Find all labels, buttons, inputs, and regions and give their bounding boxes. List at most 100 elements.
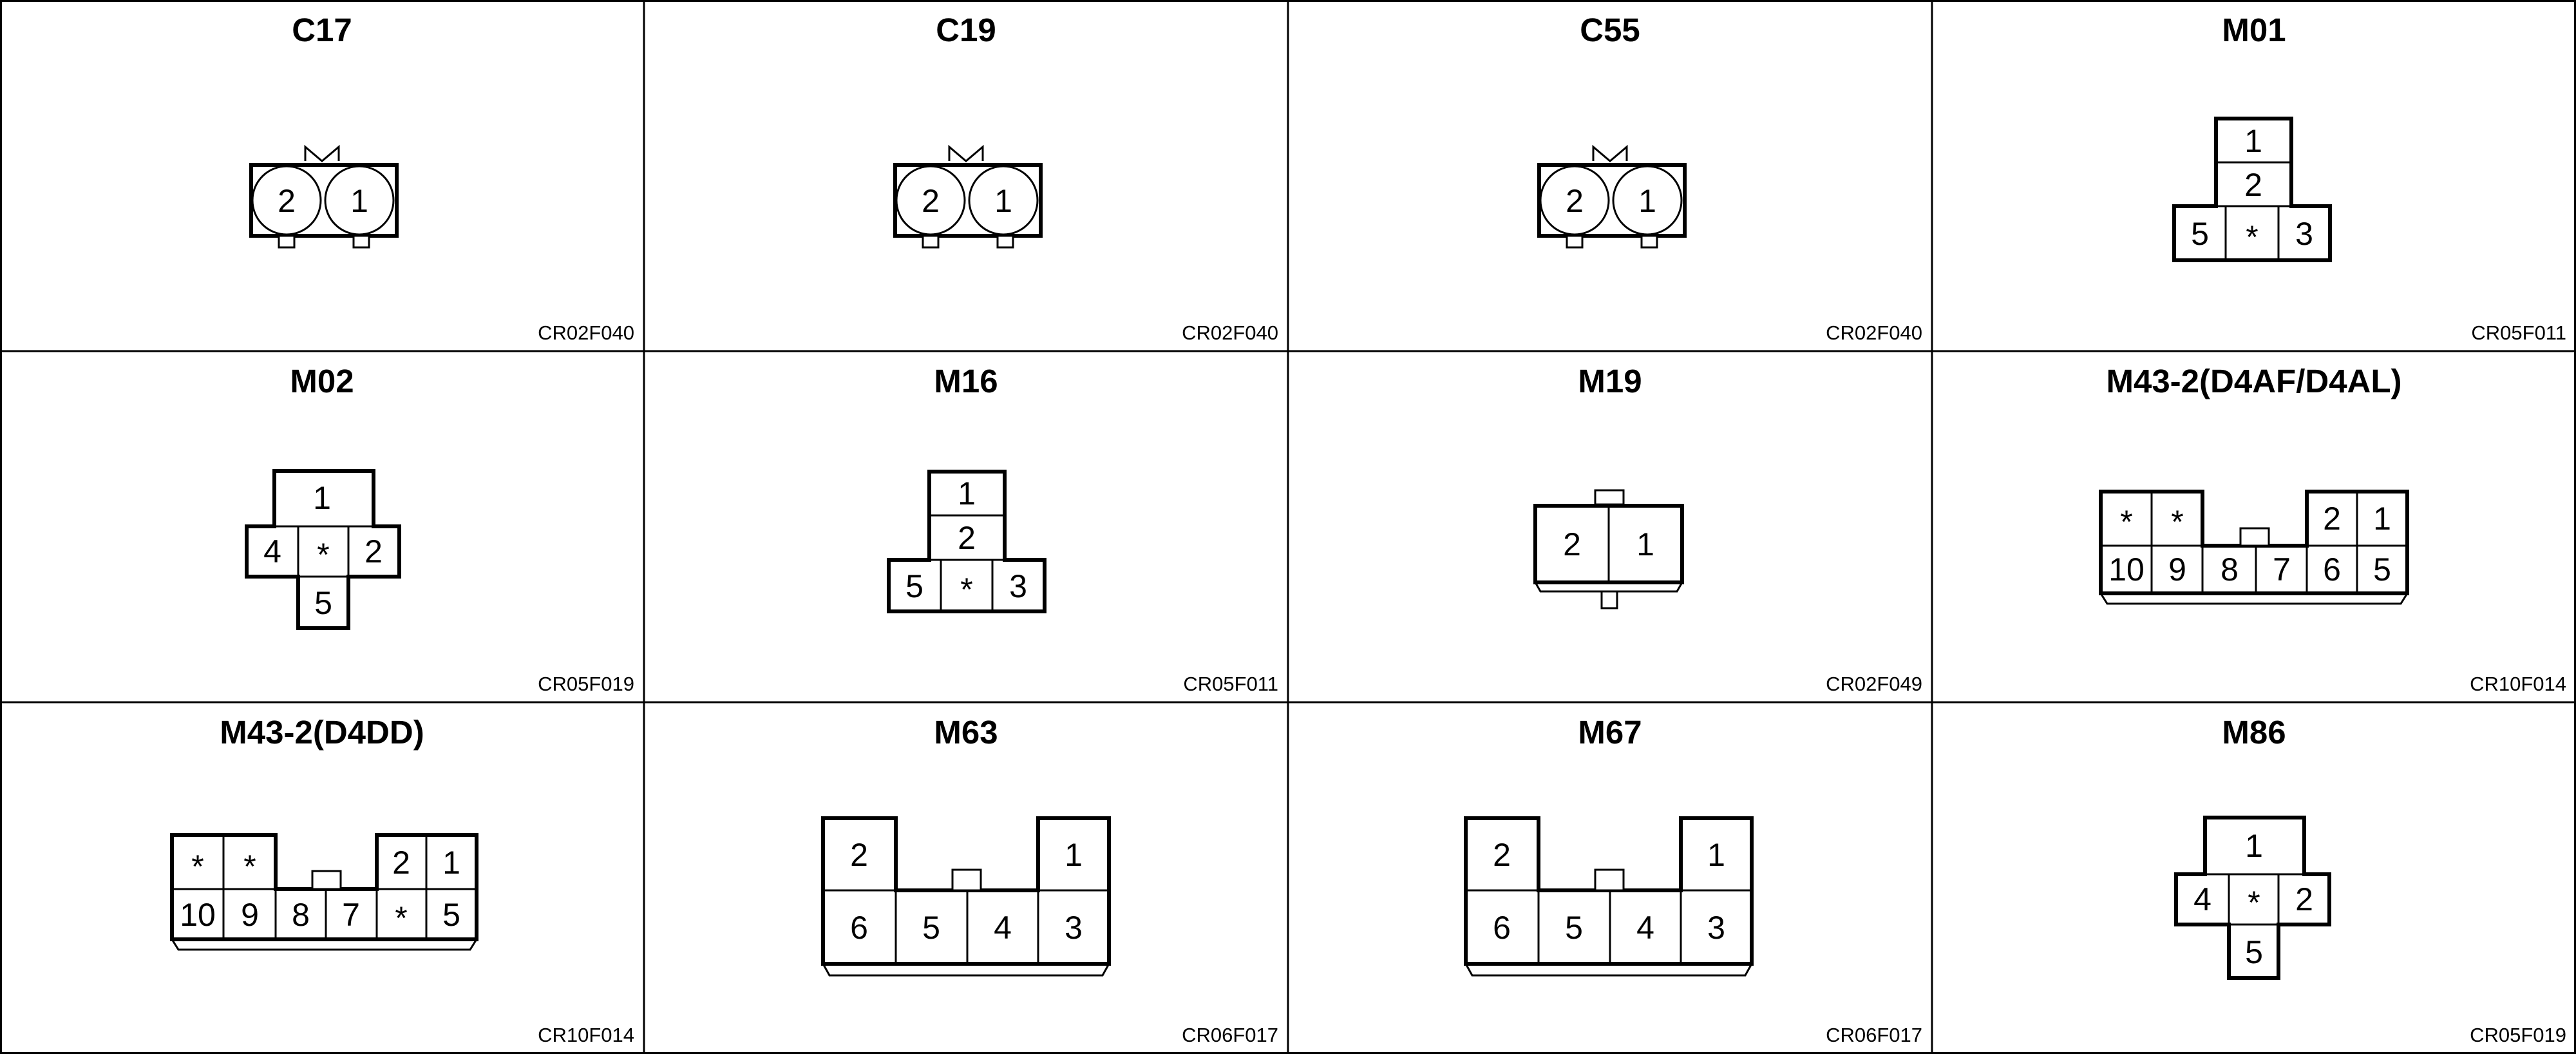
connector-code: CR10F014 (538, 1024, 634, 1046)
pin-label: 6 (1493, 910, 1511, 946)
connector-cell-m43-2-d4dd: M43-2(D4DD) * * 2 1 10 9 8 7 * 5 CR10F01… (170, 714, 634, 1046)
connector-title: M16 (934, 363, 998, 399)
connector-diagram: 1 4 * 2 5 (2174, 816, 2331, 980)
pin-label: 5 (442, 897, 460, 933)
connector-code: CR05F011 (1183, 673, 1278, 695)
pin-label: * (960, 571, 972, 608)
connector-code: CR02F040 (538, 321, 634, 344)
pin-label: 2 (2323, 501, 2341, 537)
pin-label: 8 (2221, 551, 2239, 588)
pin-label: 2 (2244, 167, 2262, 203)
pin-label: 4 (994, 910, 1012, 946)
connector-diagram: 1 2 5 * 3 (2172, 117, 2332, 262)
pin-label: * (243, 848, 256, 885)
connector-code: CR05F011 (2471, 321, 2566, 344)
pin-label: 2 (1563, 526, 1581, 562)
connector-title: M67 (1578, 714, 1642, 751)
pin-label: 5 (314, 585, 332, 621)
pin-label: 5 (905, 568, 923, 604)
pin-label: 4 (2193, 881, 2211, 917)
connector-code: CR06F017 (1826, 1024, 1922, 1046)
pin-label: 2 (958, 520, 976, 556)
pin-label: 9 (241, 897, 259, 933)
pin-label: * (395, 900, 407, 936)
pin-label: 2 (1493, 837, 1511, 873)
connector-cell-c19: C19 2 1 CR02F040 (893, 12, 1278, 344)
connector-diagram: 1 2 5 * 3 (887, 470, 1046, 613)
pin-label: 8 (292, 897, 310, 933)
connector-code: CR02F040 (1826, 321, 1922, 344)
pin-label: * (2248, 885, 2260, 921)
pin-label: 4 (263, 533, 281, 570)
pin-label: 4 (1636, 910, 1654, 946)
connector-code: CR06F017 (1182, 1024, 1278, 1046)
pin-label: 1 (1638, 183, 1656, 219)
pin-label: 2 (1566, 183, 1584, 219)
pin-label: 3 (1707, 910, 1725, 946)
pin-label: 3 (2295, 216, 2313, 252)
connector-code: CR05F019 (2470, 1024, 2566, 1046)
pin-label: 9 (2168, 551, 2186, 588)
pin-label: 5 (2191, 216, 2209, 252)
connector-cell-m19: M19 2 1 CR02F049 (1533, 363, 1922, 695)
connector-diagram: 2 1 6 5 4 3 (821, 816, 1111, 977)
pin-label: 5 (2245, 934, 2263, 970)
pin-label: 3 (1065, 910, 1083, 946)
connector-title: C55 (1580, 12, 1640, 48)
connector-diagram: 2 1 (893, 144, 1043, 249)
pin-label: 1 (958, 475, 976, 512)
pin-label: 2 (922, 183, 940, 219)
pin-label: 5 (922, 910, 940, 946)
pin-label: 7 (2273, 551, 2291, 588)
pin-label: 1 (994, 183, 1012, 219)
connector-cell-m43-2-d4af-d4al: M43-2(D4AF/D4AL) * * 2 1 10 9 8 7 6 5 CR… (2099, 363, 2566, 695)
pin-label: 10 (180, 897, 216, 933)
connector-diagram: 2 1 (1533, 489, 1684, 609)
connector-title: M01 (2222, 12, 2286, 48)
connector-title: M43-2(D4AF/D4AL) (2106, 363, 2401, 399)
pin-label: 2 (2295, 881, 2313, 917)
connector-code: CR05F019 (538, 673, 634, 695)
pin-label: * (191, 848, 204, 885)
pin-label: 1 (1707, 837, 1725, 873)
pin-label: 1 (2244, 123, 2262, 159)
pin-label: 1 (313, 480, 331, 516)
connector-diagram: 2 1 6 5 4 3 (1464, 816, 1754, 977)
pin-label: 1 (2245, 828, 2263, 864)
pin-label: 1 (442, 845, 460, 881)
connector-code: CR02F049 (1826, 673, 1922, 695)
connector-diagram: 1 4 * 2 5 (245, 469, 401, 630)
pin-label: 6 (2323, 551, 2341, 588)
pin-label: 1 (1636, 526, 1654, 562)
pin-label: 6 (850, 910, 868, 946)
connector-title: M63 (934, 714, 998, 751)
connector-cell-m63: M63 2 1 6 5 4 3 CR06F017 (821, 714, 1278, 1046)
pin-label: 5 (1565, 910, 1583, 946)
connector-cell-m86: M86 1 4 * 2 5 CR05F019 (2174, 714, 2566, 1046)
connector-diagram: 2 1 (1537, 144, 1687, 249)
connector-diagram: * * 2 1 10 9 8 7 6 5 (2099, 490, 2409, 605)
connector-cell-m02: M02 1 4 * 2 5 CR05F019 (245, 363, 634, 695)
pin-label: 2 (392, 845, 410, 881)
pin-label: 2 (365, 533, 383, 570)
pin-label: 5 (2373, 551, 2391, 588)
connector-cell-m67: M67 2 1 6 5 4 3 CR06F017 (1464, 714, 1922, 1046)
pin-label: * (317, 537, 329, 573)
pin-label: * (2120, 504, 2132, 540)
pin-label: * (2246, 219, 2258, 255)
pin-label: 1 (1065, 837, 1083, 873)
pin-label: 3 (1009, 568, 1027, 604)
connector-diagram: 2 1 (249, 144, 399, 249)
connector-title: C19 (936, 12, 996, 48)
connector-cell-m01: M01 1 2 5 * 3 CR05F011 (2172, 12, 2566, 344)
connector-title: C17 (292, 12, 352, 48)
connector-title: M02 (290, 363, 354, 399)
pin-label: 7 (342, 897, 360, 933)
pin-label: 1 (2373, 501, 2391, 537)
connector-cell-m16: M16 1 2 5 * 3 CR05F011 (887, 363, 1278, 695)
pin-label: 2 (278, 183, 296, 219)
pin-label: 2 (850, 837, 868, 873)
pin-label: 10 (2108, 551, 2145, 588)
